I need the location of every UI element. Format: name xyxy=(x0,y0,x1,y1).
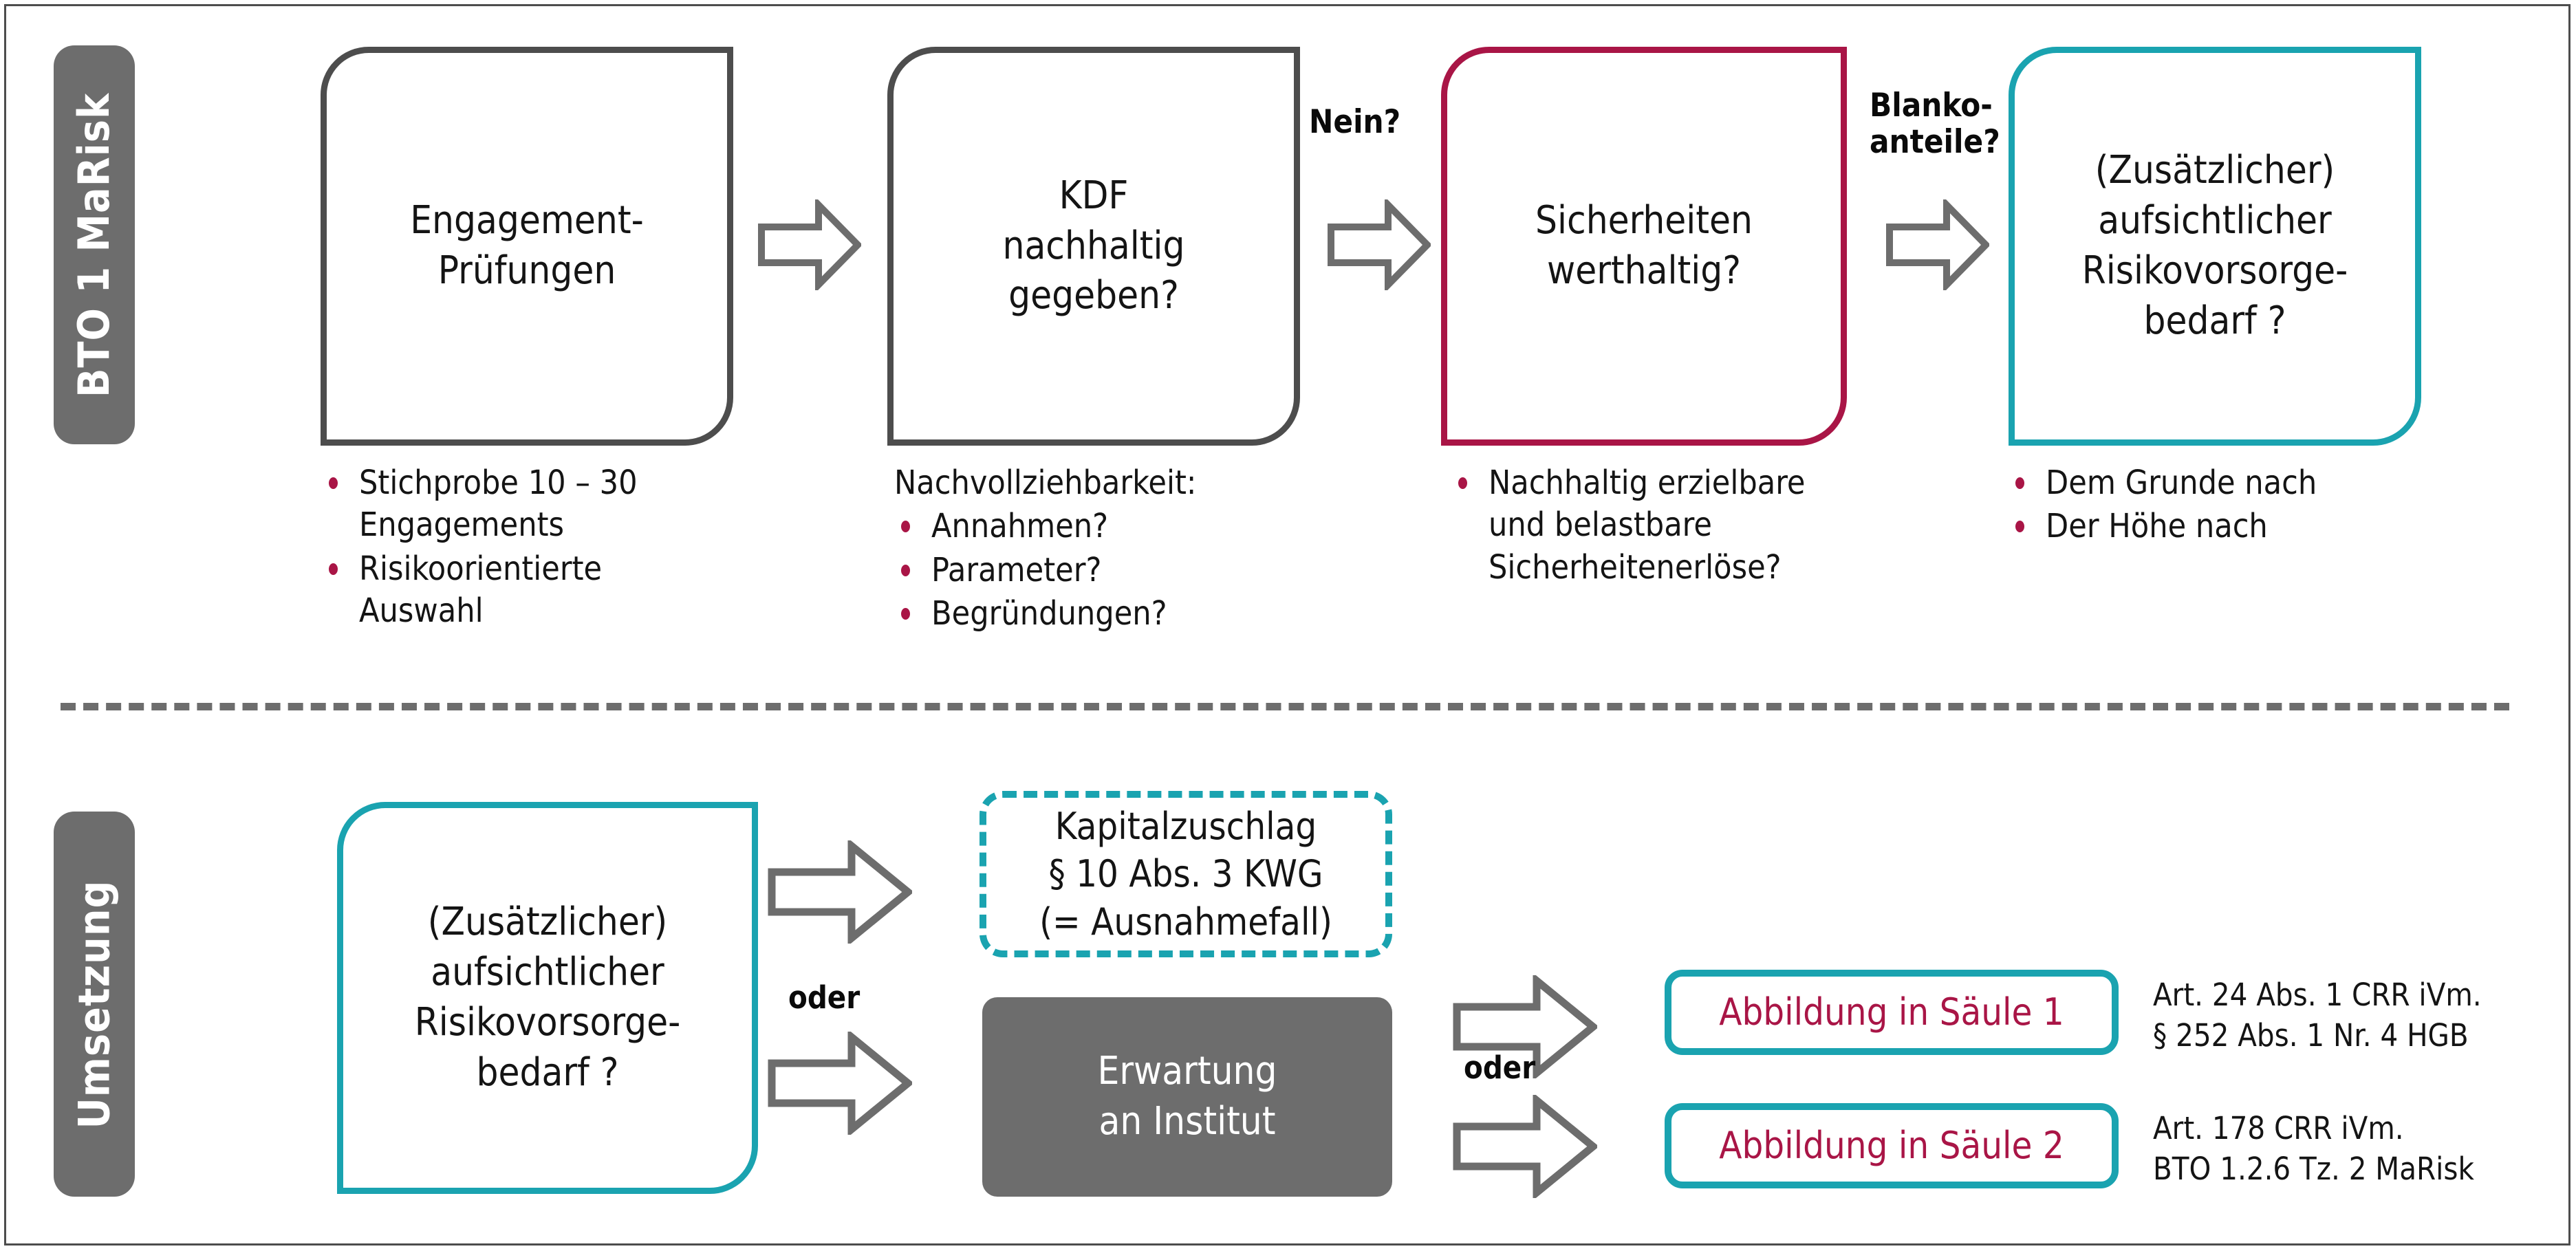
flow-label-oder-2: oder xyxy=(1464,1049,1536,1086)
outcome-box-abbildung-saeule-1[interactable]: Abbildung in Säule 1 xyxy=(1665,970,2119,1055)
process-box-engagement-pruefungen[interactable]: Engagement- Prüfungen xyxy=(321,47,733,446)
list-item: Begründungen? xyxy=(894,593,1307,635)
section-label-bto1-marisk-text: BTO 1 MaRisk xyxy=(69,92,120,398)
process-box-erwartung-text: Erwartung an Institut xyxy=(1097,1049,1277,1144)
section-label-bto1-marisk: BTO 1 MaRisk xyxy=(54,45,135,444)
process-box-kapitalzuschlag[interactable]: Kapitalzuschlag § 10 Abs. 3 KWG (= Ausna… xyxy=(979,791,1392,957)
bullet-list-kdf: Nachvollziehbarkeit: Annahmen? Parameter… xyxy=(894,462,1307,637)
process-box-sicherheiten-text: Sicherheiten werthaltig? xyxy=(1535,198,1753,293)
list-item: Der Höhe nach xyxy=(2009,505,2435,547)
page-border xyxy=(4,4,2570,1245)
list-item: Nachhaltig erzielbare und belastbare Sic… xyxy=(1451,462,1864,589)
flow-arrow-right-kapitalzuschlag xyxy=(768,840,912,944)
flow-label-oder-1: oder xyxy=(788,979,861,1016)
legal-reference-saeule-2: Art. 178 CRR iVm. BTO 1.2.6 Tz. 2 MaRisk xyxy=(2153,1110,2474,1187)
outcome-box-saeule1-text: Abbildung in Säule 1 xyxy=(1719,990,2064,1034)
section-label-umsetzung: Umsetzung xyxy=(54,812,135,1197)
list-item: Risikoorientierte Auswahl xyxy=(322,548,707,633)
process-box-kdf-nachhaltig[interactable]: KDF nachhaltig gegeben? xyxy=(887,47,1300,446)
bullet-list-engagement-items: Stichprobe 10 – 30 Engagements Risikoori… xyxy=(322,462,707,633)
bullet-list-kdf-items: Annahmen? Parameter? Begründungen? xyxy=(894,505,1307,635)
outcome-box-saeule2-text: Abbildung in Säule 2 xyxy=(1719,1124,2064,1167)
flow-label-nein: Nein? xyxy=(1309,103,1401,141)
list-item: Dem Grunde nach xyxy=(2009,462,2435,504)
bullet-list-sicherheiten-items: Nachhaltig erzielbare und belastbare Sic… xyxy=(1451,462,1864,589)
outcome-box-abbildung-saeule-2[interactable]: Abbildung in Säule 2 xyxy=(1665,1103,2119,1188)
flow-arrow-right-3 xyxy=(1886,199,1989,290)
process-box-zusaetzlicher-risikovorsorgebedarf[interactable]: (Zusätzlicher) aufsichtlicher Risikovors… xyxy=(2009,47,2421,446)
flow-arrow-right-erwartung xyxy=(768,1032,912,1135)
process-box-kdf-text: KDF nachhaltig gegeben? xyxy=(1002,173,1185,318)
process-box-sicherheiten-werthaltig[interactable]: Sicherheiten werthaltig? xyxy=(1441,47,1847,446)
flow-label-blankoanteile: Blanko- anteile? xyxy=(1870,87,2000,161)
process-box-zusatz2-text: (Zusätzlicher) aufsichtlicher Risikovors… xyxy=(414,900,681,1095)
process-box-zusaetzlicher-risikovorsorgebedarf-umsetzung[interactable]: (Zusätzlicher) aufsichtlicher Risikovors… xyxy=(337,802,758,1194)
bullet-list-kdf-lead: Nachvollziehbarkeit: xyxy=(894,464,1197,502)
process-box-zusatz-text: (Zusätzlicher) aufsichtlicher Risikovors… xyxy=(2081,148,2348,343)
section-label-umsetzung-text: Umsetzung xyxy=(69,880,120,1129)
flow-arrow-right-saeule2 xyxy=(1453,1095,1597,1198)
process-box-erwartung-an-institut[interactable]: Erwartung an Institut xyxy=(982,997,1392,1197)
list-item: Stichprobe 10 – 30 Engagements xyxy=(322,462,707,547)
bullet-list-zusatz: Dem Grunde nach Der Höhe nach xyxy=(2009,462,2435,550)
bullet-list-engagement: Stichprobe 10 – 30 Engagements Risikoori… xyxy=(322,462,707,634)
process-box-engagement-text: Engagement- Prüfungen xyxy=(410,198,644,293)
list-item: Annahmen? xyxy=(894,505,1307,547)
bullet-list-sicherheiten: Nachhaltig erzielbare und belastbare Sic… xyxy=(1451,462,1864,590)
flow-arrow-right-saeule1 xyxy=(1453,975,1597,1078)
bullet-list-zusatz-items: Dem Grunde nach Der Höhe nach xyxy=(2009,462,2435,548)
flow-arrow-right-2 xyxy=(1328,199,1431,290)
process-box-kapitalzuschlag-text: Kapitalzuschlag § 10 Abs. 3 KWG (= Ausna… xyxy=(1039,805,1332,944)
list-item: Parameter? xyxy=(894,550,1307,591)
legal-reference-saeule-1: Art. 24 Abs. 1 CRR iVm. § 252 Abs. 1 Nr.… xyxy=(2153,977,2482,1054)
section-divider xyxy=(61,703,2509,710)
flow-arrow-right-1 xyxy=(758,199,861,290)
